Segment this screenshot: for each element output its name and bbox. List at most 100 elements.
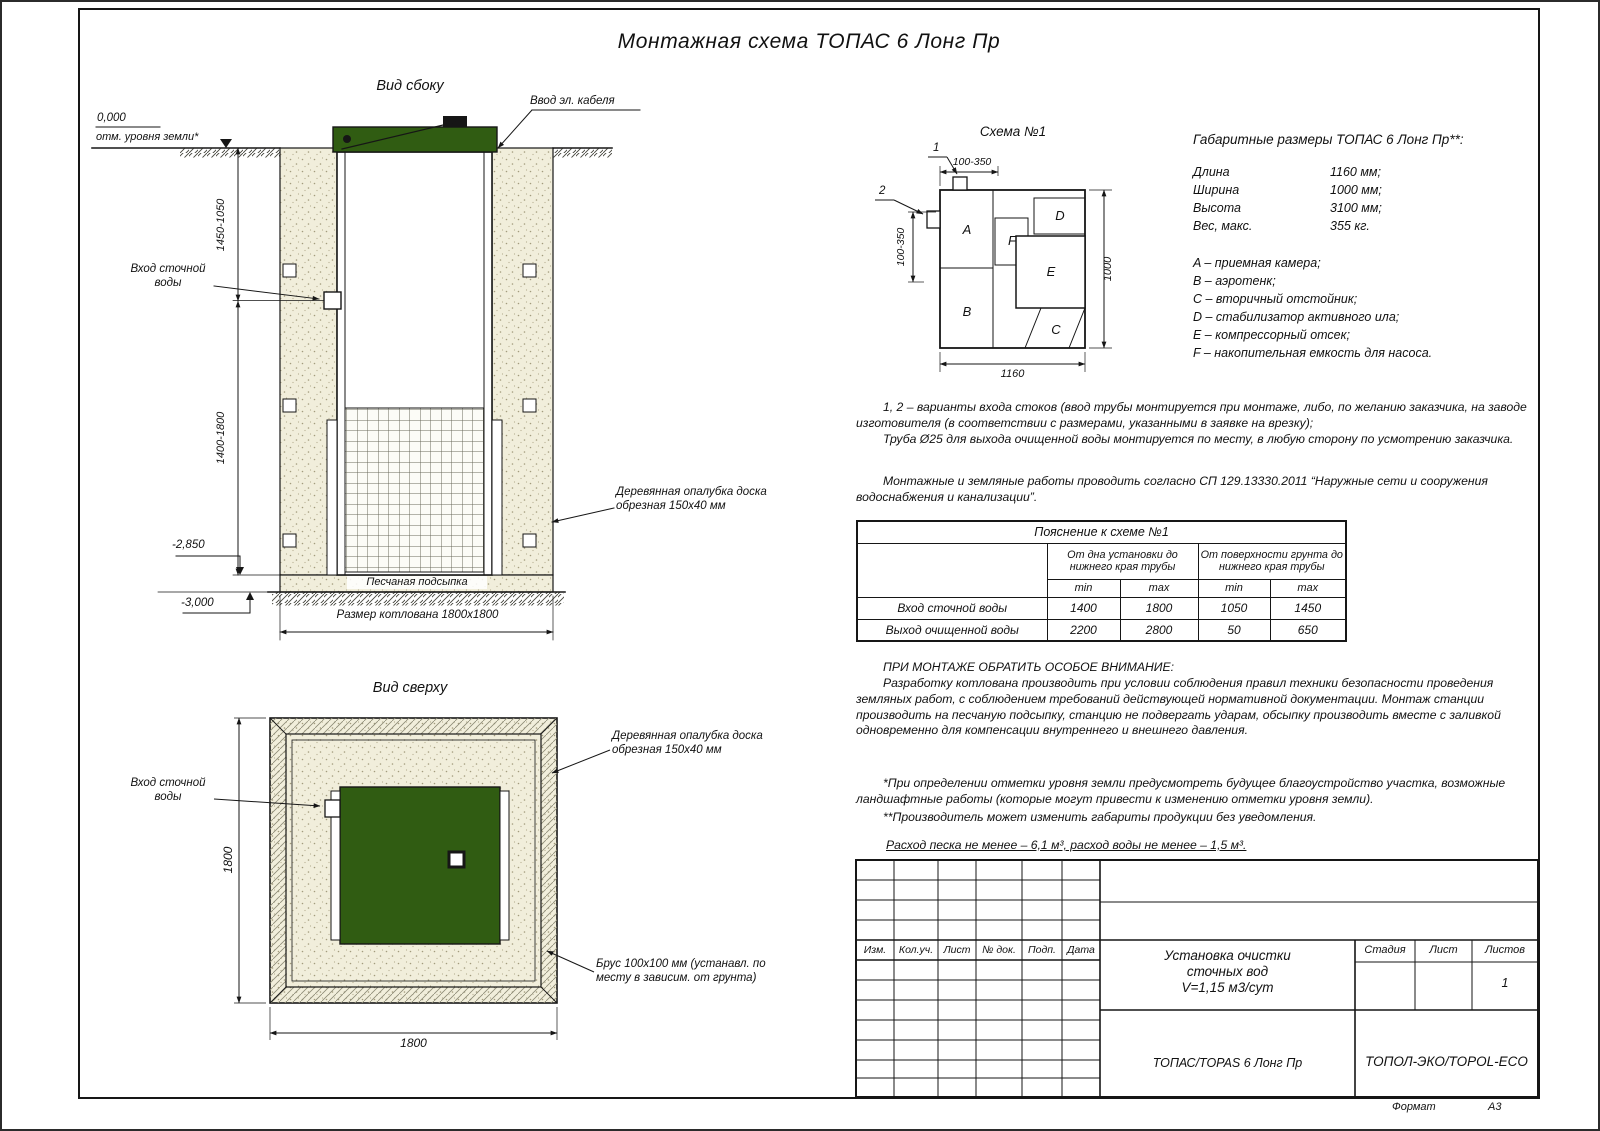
- titleblock-project-name: Установка очистки сточных вод V=1,15 м3/…: [1102, 948, 1353, 996]
- inlet-stub-plan: [324, 799, 341, 818]
- drawing-title: Монтажная схема ТОПАС 6 Лонг Пр: [617, 30, 1001, 53]
- footnote-ground-level-text: *При определении отметки уровня земли пр…: [856, 776, 1506, 806]
- scheme1-label: Схема №1: [979, 124, 1047, 139]
- cell-value: 1450: [1269, 596, 1347, 620]
- top-view-label: Вид сверху: [372, 680, 448, 696]
- titleblock-col-doc: № док.: [982, 944, 1016, 956]
- explanation-table-title: Пояснение к схеме №1: [856, 520, 1347, 544]
- legend-item: C – вторичный отстойник;: [1193, 292, 1358, 306]
- overall-dim-label: Вес, макс.: [1193, 219, 1253, 233]
- overall-dim-value: 1000 мм;: [1330, 183, 1382, 197]
- format-value: А3: [1488, 1101, 1502, 1113]
- dim-1400-1800: 1400-1800: [215, 411, 227, 465]
- titleblock-company: ТОПОЛ-ЭКО/TOPOL-ECO: [1365, 1054, 1528, 1069]
- explanation-table-group2: От поверхности грунта до нижнего края тр…: [1197, 542, 1347, 580]
- scheme1-dim-top: 100-350: [952, 156, 992, 168]
- titleblock-col-list: Лист: [943, 944, 971, 956]
- col-max: max: [1119, 578, 1199, 598]
- inlet-label-top: Вход сточной воды: [130, 777, 206, 803]
- legend-item: A – приемная камера;: [1193, 256, 1321, 270]
- inlet-stub: [323, 291, 342, 310]
- cell-value: 650: [1269, 618, 1347, 642]
- format-label: Формат: [1392, 1101, 1436, 1113]
- ground-level-label: отм. уровня земли*: [96, 131, 199, 143]
- dim-1800-left: 1800: [221, 846, 235, 874]
- titleblock-stage-label: Стадия: [1364, 944, 1406, 956]
- formwork-label-top: Деревянная опалубка доска обрезная 150х4…: [612, 730, 763, 756]
- consumption-note: Расход песка не менее – 6,1 м³, расход в…: [886, 838, 1247, 852]
- titleblock-sheets-label: Листов: [1484, 944, 1526, 956]
- row-label: Вход сточной воды: [856, 596, 1048, 620]
- legend-item: F – накопительная емкость для насоса.: [1193, 346, 1433, 360]
- compartment-e: E: [1046, 264, 1056, 279]
- overall-dim-label: Ширина: [1193, 183, 1240, 197]
- overall-dims-title: Габаритные размеры ТОПАС 6 Лонг Пр**:: [1193, 132, 1464, 147]
- elevation-3000: -3,000: [181, 597, 214, 609]
- attention-body: Разработку котлована производить при усл…: [856, 675, 1501, 738]
- notes-regulations: Монтажные и земляные работы проводить со…: [856, 474, 1536, 506]
- project-line2: сточных вод: [1186, 964, 1269, 979]
- overall-dim-value: 1160 мм;: [1330, 165, 1381, 179]
- compartment-b: B: [962, 304, 972, 319]
- table-row: Выход очищенной воды 2200 2800 50 650: [856, 618, 1347, 642]
- col-min: min: [1197, 578, 1271, 598]
- legend-item: B – аэротенк;: [1193, 274, 1276, 288]
- titleblock-col-koluch: Кол.уч.: [898, 944, 934, 956]
- legend-item: E – компрессорный отсек;: [1193, 328, 1351, 342]
- dim-1800-bottom: 1800: [400, 1036, 427, 1050]
- sand-bed-label: Песчаная подсыпка: [347, 576, 487, 589]
- cell-value: 2800: [1119, 618, 1199, 642]
- elevation-2850: -2,850: [172, 539, 205, 551]
- tank-lower-grid-section: [344, 407, 485, 573]
- top-view-drawing: [213, 717, 611, 1040]
- titleblock-product: ТОПАС/TOPAS 6 Лонг Пр: [1152, 1056, 1303, 1070]
- row-label: Выход очищенной воды: [856, 618, 1048, 642]
- attention-title: ПРИ МОНТАЖЕ ОБРАТИТЬ ОСОБОЕ ВНИМАНИЕ:: [883, 660, 1175, 674]
- side-view-drawing: [91, 109, 641, 641]
- explanation-table-group1: От дна установки до нижнего края трубы: [1046, 542, 1199, 580]
- formwork-label-side: Деревянная опалубка доска обрезная 150х4…: [616, 486, 767, 512]
- side-view-label: Вид сбоку: [376, 78, 444, 94]
- col-min: min: [1046, 578, 1121, 598]
- project-line1: Установка очистки: [1164, 948, 1291, 963]
- compartment-f: F: [1008, 233, 1016, 248]
- tank-lid-plan: [339, 786, 501, 945]
- overall-dim-value: 355 кг.: [1330, 219, 1370, 233]
- cell-value: 1400: [1046, 596, 1121, 620]
- explanation-table: Пояснение к схеме №1 От дна установки до…: [856, 520, 1348, 642]
- cell-value: 50: [1197, 618, 1271, 642]
- compartment-d: D: [1055, 208, 1065, 223]
- titleblock-sheets-value: 1: [1501, 976, 1509, 990]
- attention-block: ПРИ МОНТАЖЕ ОБРАТИТЬ ОСОБОЕ ВНИМАНИЕ: Ра…: [856, 660, 1536, 739]
- notes-inlet-variants: 1, 2 – варианты входа стоков (ввод трубы…: [856, 400, 1536, 448]
- scheme1-dim-right: 1000: [1102, 256, 1114, 282]
- compartment-a: A: [962, 222, 972, 237]
- titleblock-grid: [855, 859, 1539, 1098]
- cable-entry-label: Ввод эл. кабеля: [530, 95, 615, 107]
- ground-elevation-marker: [220, 139, 232, 148]
- titleblock-col-data: Дата: [1067, 944, 1095, 956]
- pit-size-label: Размер котлована 1800х1800: [336, 609, 499, 621]
- note-outlet-pipe: Труба Ø25 для выхода очищенной воды монт…: [883, 431, 1514, 446]
- dim-1450-1050: 1450-1050: [215, 198, 227, 252]
- scheme1-marker-1: 1: [933, 142, 940, 154]
- note-inlet-variants: 1, 2 – варианты входа стоков (ввод трубы…: [856, 400, 1527, 430]
- table-row: Вход сточной воды 1400 1800 1050 1450: [856, 596, 1347, 620]
- lid-hatch-plan: [447, 850, 466, 869]
- ground-zero-mark: 0,000: [97, 112, 126, 124]
- overall-dim-label: Длина: [1193, 165, 1230, 179]
- compartment-c: C: [1051, 322, 1061, 337]
- legend-item: D – стабилизатор активного ила;: [1193, 310, 1400, 324]
- tank-lid: [332, 126, 498, 153]
- explanation-table-corner: [856, 542, 1048, 598]
- timber-label: Брус 100х100 мм (устанавл. по месту в за…: [596, 958, 766, 984]
- titleblock-col-izm: Изм.: [863, 944, 887, 956]
- scheme1-dim-left: 100-350: [895, 227, 907, 267]
- note-regulations: Монтажные и земляные работы проводить со…: [856, 474, 1488, 504]
- scheme1-drawing: [875, 156, 1112, 372]
- footnote-manufacturer: **Производитель может изменить габариты …: [856, 810, 1546, 826]
- inlet-label-side: Вход сточной воды: [130, 263, 206, 289]
- overall-dim-value: 3100 мм;: [1330, 201, 1382, 215]
- footnote-ground-level: *При определении отметки уровня земли пр…: [856, 776, 1546, 808]
- scheme1-marker-2: 2: [879, 185, 886, 197]
